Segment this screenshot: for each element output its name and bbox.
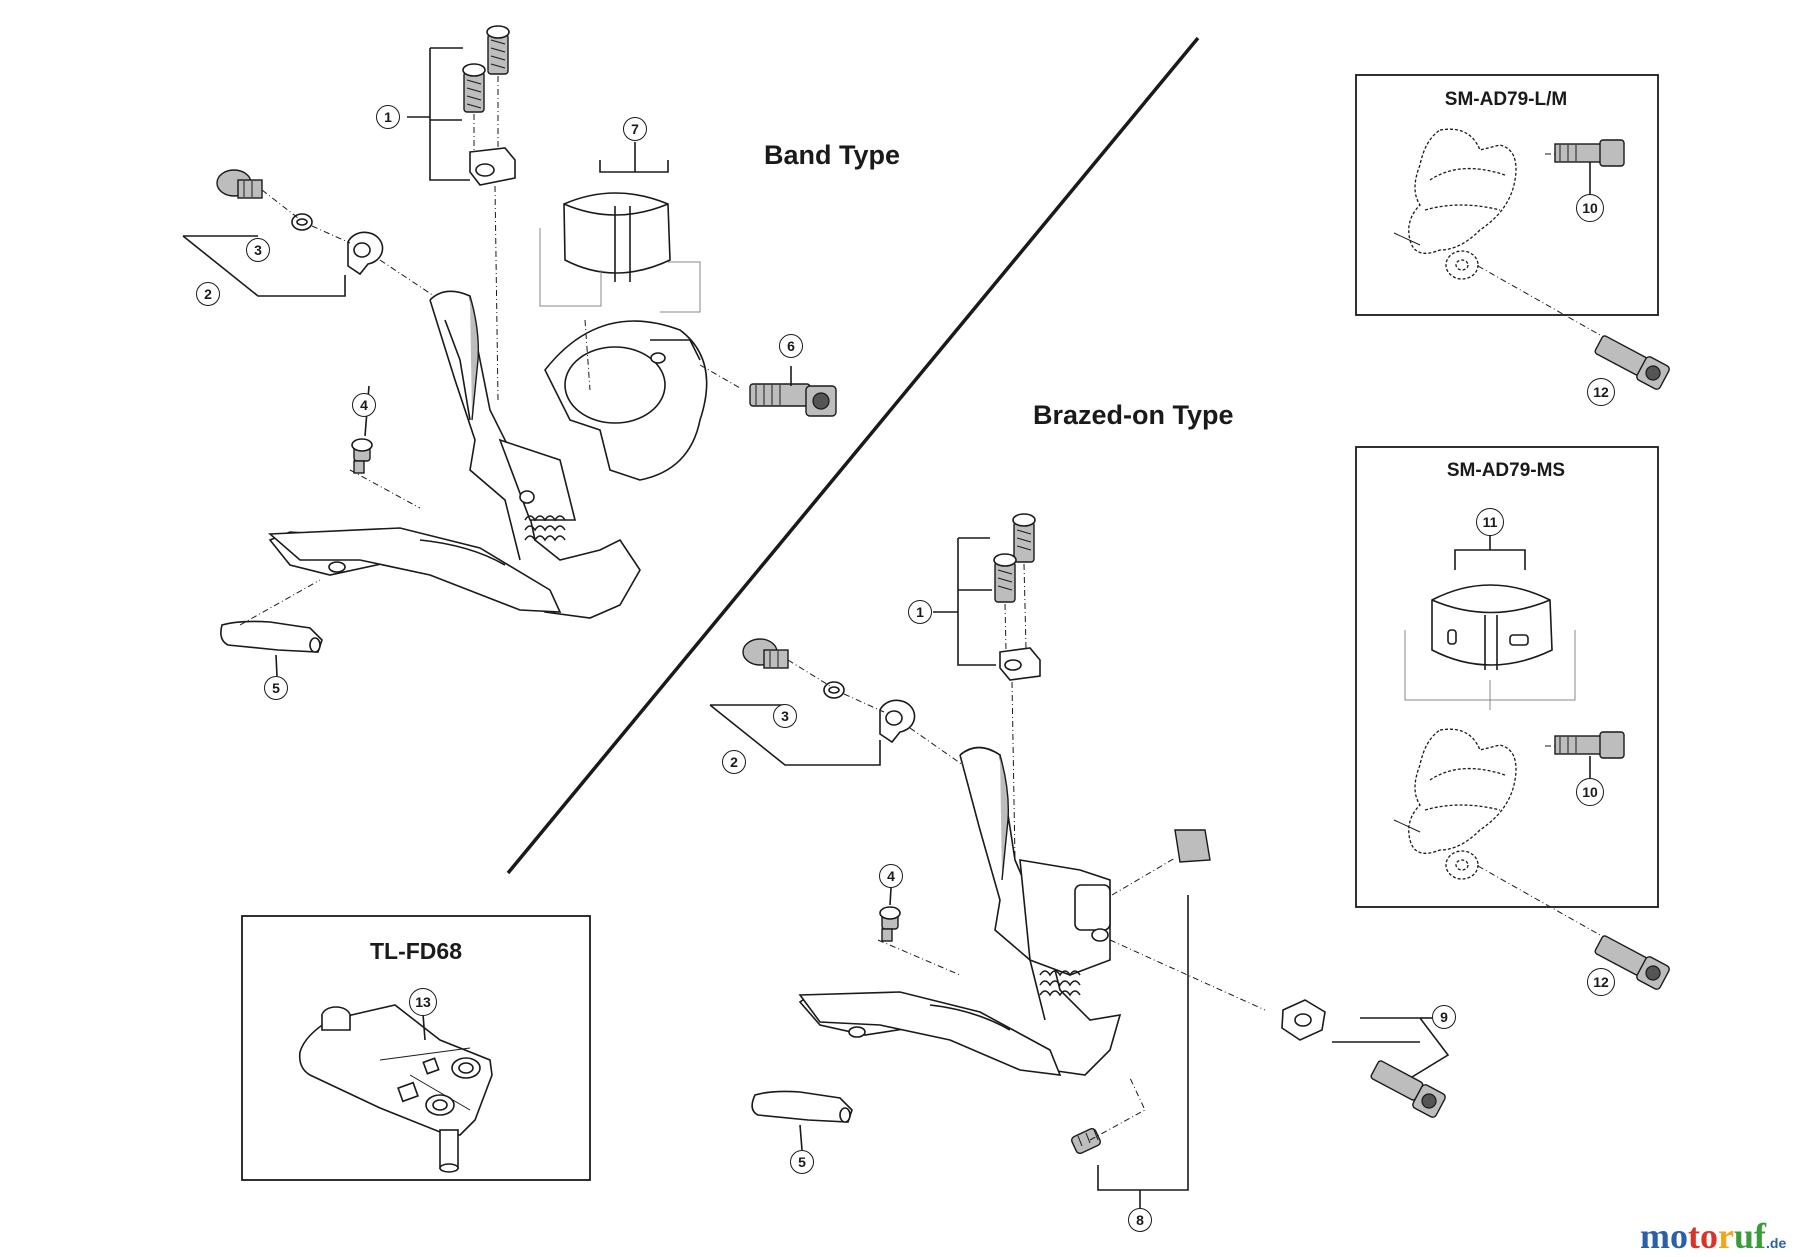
callout-brazed-8: 8 (1128, 1208, 1152, 1232)
adapter-lm-drawing (1393, 128, 1625, 336)
support-bolt-set (1281, 999, 1446, 1118)
callout-brazed-3: 3 (773, 704, 797, 728)
sm-ad79-lm-title: SM-AD79-L/M (1444, 89, 1568, 110)
brazed-on-type-heading: Brazed-on Type (1033, 400, 1234, 430)
callout-ms-11: 11 (1476, 508, 1504, 536)
callout-lm-10: 10 (1576, 194, 1604, 222)
adapter-ms-band (1431, 584, 1553, 670)
callout-brazed-2: 2 (722, 750, 746, 774)
callout-brazed-4: 4 (879, 864, 903, 888)
front-derailleur-band (267, 290, 708, 619)
box-tl-fd68 (241, 915, 591, 1181)
adapter-outer-bolt-2 (1594, 935, 1670, 990)
callout-lm-12: 12 (1587, 378, 1615, 406)
box-sm-ad79-ms (1355, 446, 1659, 908)
brazed-guide-pad (751, 1090, 853, 1123)
callout-band-6: 6 (779, 334, 803, 358)
adapter-ms-bolt (1554, 731, 1625, 759)
brazed-screw-upper (1012, 513, 1036, 563)
callout-band-5: 5 (264, 676, 288, 700)
motoruf-watermark-logo: motoruf.de (1640, 1216, 1787, 1256)
support-screw (1071, 1127, 1101, 1155)
callout-band-2: 2 (196, 282, 220, 306)
clamp-bolt (749, 383, 837, 417)
callout-ms-10: 10 (1576, 778, 1604, 806)
brazed-on-assembly (709, 513, 1450, 1208)
callout-band-4: 4 (352, 393, 376, 417)
sm-ad79-ms-title: SM-AD79-MS (1446, 460, 1566, 481)
callout-band-3: 3 (246, 238, 270, 262)
brazed-screw-lower (993, 553, 1017, 603)
brazed-adjust-bolt (742, 638, 789, 669)
section-divider (506, 36, 1200, 875)
front-derailleur-brazed (798, 746, 1122, 1076)
callout-brazed-5: 5 (790, 1150, 814, 1174)
callout-tool-13: 13 (409, 988, 437, 1016)
callout-brazed-1: 1 (908, 600, 932, 624)
callout-band-1: 1 (376, 105, 400, 129)
derailleur-spring (524, 515, 566, 542)
box-sm-ad79-lm (1355, 74, 1659, 316)
callout-ms-12: 12 (1587, 968, 1615, 996)
callout-brazed-9: 9 (1432, 1005, 1456, 1029)
adjust-bolt (216, 169, 263, 199)
adapter-ms-drawing (1393, 535, 1625, 936)
mount-screw-lower (462, 63, 486, 113)
band-adapter-shim (563, 192, 671, 282)
tl-fd68-title: TL-FD68 (370, 938, 462, 964)
brazed-stroke-screw (879, 906, 901, 942)
chain-guide-pad (220, 620, 323, 653)
mount-screw-upper (486, 25, 510, 75)
band-type-assembly (182, 25, 837, 677)
brazed-derailleur-spring (1039, 970, 1081, 997)
stroke-adjust-screw (351, 438, 373, 474)
tool-fd68-drawing (298, 1004, 493, 1173)
adapter-outer-bolt-1 (1594, 335, 1670, 390)
band-type-heading: Band Type (764, 140, 901, 170)
brazed-mount-pad (1174, 829, 1211, 863)
adapter-lm-bolt (1554, 139, 1625, 167)
callout-band-7: 7 (623, 117, 647, 141)
